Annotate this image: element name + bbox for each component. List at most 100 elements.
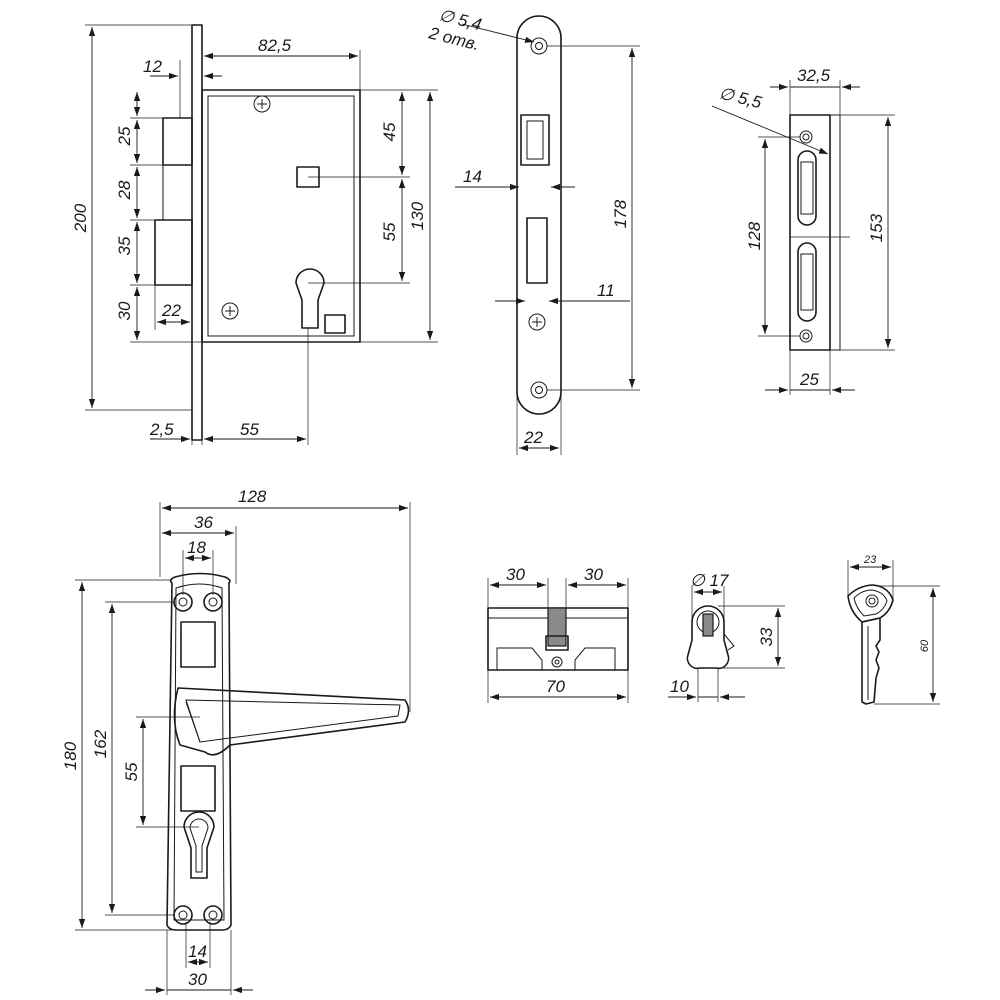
handle-screw-top-right (203, 592, 223, 612)
strike-plate-flange (829, 114, 841, 351)
dim-label-hole-spacing-bottom: 14 (188, 942, 207, 961)
dim-label-key-length: 60 (919, 639, 931, 652)
dim-label-backset: 55 (240, 420, 259, 439)
dim-label-case-height: 130 (408, 201, 427, 230)
handle-screw-bottom-left-inner (178, 910, 188, 920)
handle-screw-top-right-inner (208, 597, 218, 607)
faceplate-hole-bottom-inner (535, 386, 543, 394)
dim-label-latch-width: 11 (597, 281, 615, 300)
handle-screw-bottom-right-inner (208, 910, 218, 920)
strike-slot-top (797, 150, 817, 226)
dim-label-cylinder-right: 30 (584, 565, 603, 584)
dim-label-cylinder-diameter: ∅ 17 (690, 571, 729, 590)
case-screw-bottom (221, 302, 239, 320)
dim-label-strike-slot-distance: 128 (745, 221, 764, 250)
handle-top-window (180, 621, 216, 668)
strike-plate-outline (789, 114, 831, 351)
faceplate-bolt-slot (520, 114, 550, 166)
lock-case-inner-edge (207, 95, 355, 337)
dim-label-strike-hole: ∅ 5,5 (717, 83, 764, 112)
handle-screw-bottom-right (203, 905, 223, 925)
faceplate-screw-cross (532, 317, 542, 327)
case-screw-bottom-cross (225, 306, 235, 316)
dim-label-bolt-width: 14 (463, 167, 482, 186)
deadbolt (162, 117, 193, 166)
cylinder-cam-arm (723, 633, 735, 651)
cylinder-screw-hole-inner (554, 659, 560, 665)
deadbolt-body (162, 164, 193, 221)
faceplate-view: ∅ 5,4 2 отв. 14 11 178 22 (426, 5, 640, 455)
dim-label-plate-thickness: 2,5 (149, 420, 174, 439)
case-screw-top-cross (257, 99, 267, 109)
dim-label-strike-overall-width: 32,5 (797, 66, 831, 85)
faceplate-hole-top (530, 37, 548, 55)
cylinder-side-view: ∅ 17 33 10 (668, 571, 785, 702)
leader-line (461, 23, 535, 43)
dim-label-plate-width-top: 36 (194, 513, 213, 532)
lock-faceplate-edge (191, 24, 203, 441)
dim-label-plate-height: 180 (61, 741, 80, 770)
strike-slot-bottom-inner (800, 253, 814, 311)
dim-label-hole-spacing-top: 18 (187, 538, 206, 557)
handle-lever (173, 687, 410, 756)
faceplate-latch-slot (526, 217, 548, 284)
leader-line (711, 105, 829, 155)
dim-label-plate-width-bottom: 30 (188, 970, 207, 989)
dim-label-strike-width: 25 (799, 370, 819, 389)
dim-label-spindle-top: 45 (380, 122, 399, 141)
cylinder-profile (686, 605, 730, 670)
handle-screw-bottom-left (173, 905, 193, 925)
key-bow-inner (853, 589, 888, 617)
dim-label-bottom-offset: 30 (115, 301, 134, 320)
cylinder-view: 30 30 70 (487, 565, 629, 703)
key-hole (865, 594, 879, 608)
handle-lever-inner (185, 699, 401, 743)
cylinder-cam (547, 607, 567, 647)
dim-label-key-width: 23 (863, 554, 877, 566)
dim-label-bolt-offset: 25 (115, 126, 134, 146)
cylinder-right-groove (574, 647, 616, 670)
cylinder-left-groove (496, 647, 543, 670)
strike-hole-top (799, 130, 813, 144)
strike-hole-top-inner (802, 133, 810, 141)
cylinder-cam-slot (545, 635, 569, 651)
handle-keyhole (183, 811, 215, 879)
handle-view: 128 36 18 180 162 55 14 (61, 487, 411, 995)
strike-hole-bottom (799, 329, 813, 343)
key-blade (861, 617, 881, 705)
handle-bottom-window (180, 765, 216, 812)
dim-label-cam-offset: 10 (670, 677, 689, 696)
cylinder-screw-hole (551, 656, 563, 668)
strike-slot-top-inner (800, 161, 814, 215)
handle-keyhole-inner (189, 818, 209, 873)
faceplate-hole-top-inner (535, 42, 543, 50)
strike-plate-view: ∅ 5,5 32,5 128 153 25 (711, 66, 895, 395)
handle-screw-top-left (173, 592, 193, 612)
dim-label-bolt-height: 28 (115, 180, 134, 200)
dim-label-cylinder-total: 70 (546, 677, 565, 696)
dim-label-latch-height: 35 (115, 236, 134, 255)
faceplate-outline (516, 15, 562, 415)
dim-label-faceplate-offset: 12 (143, 57, 162, 76)
dim-label-faceplate-width: 22 (523, 428, 543, 447)
faceplate-bolt-inner (526, 120, 544, 160)
dim-label-latch-depth: 22 (161, 301, 181, 320)
handle-screw-top-left-inner (178, 597, 188, 607)
key-bow (847, 584, 894, 623)
strike-slot-bottom (797, 242, 817, 322)
dim-label-cylinder-left: 30 (506, 565, 525, 584)
dim-label-lock-width: 82,5 (258, 36, 292, 55)
dim-label-hole-distance: 162 (91, 729, 110, 758)
cylinder-keyway (702, 613, 714, 637)
dim-label-cylinder-height: 33 (757, 627, 776, 646)
case-screw-top (253, 95, 271, 113)
faceplate-screw (528, 313, 546, 331)
lock-case (201, 89, 361, 343)
dim-label-lock-height: 200 (71, 203, 90, 233)
handle-lever-rib (185, 701, 201, 743)
dim-label-handle-center-distance: 55 (122, 762, 141, 781)
faceplate-hole-bottom (530, 381, 548, 399)
dim-label-strike-length: 153 (867, 213, 886, 242)
key-hole-inner (868, 597, 876, 605)
